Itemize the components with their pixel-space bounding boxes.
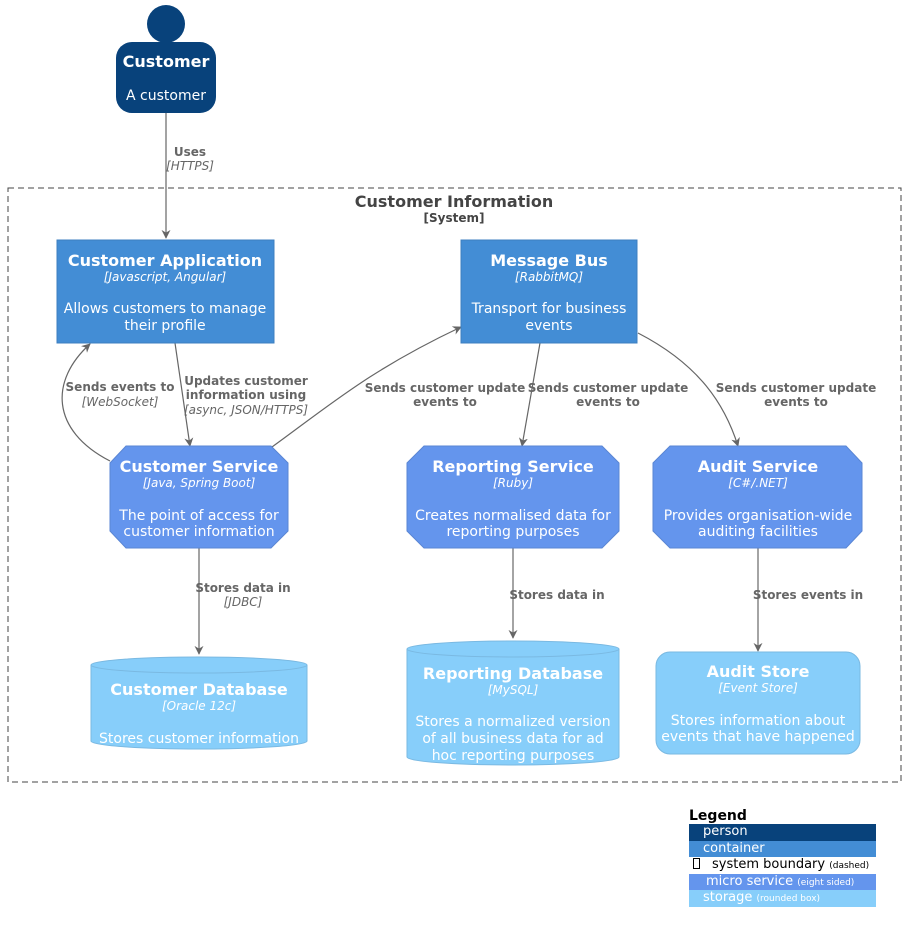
customer-service-desc-1: The point of access for: [118, 508, 279, 524]
system-boundary: Customer Information [System]: [7, 187, 902, 783]
cs-to-bus-label-1: Sends customer update: [365, 381, 525, 395]
message-bus-name: Message Bus: [490, 251, 608, 270]
audit-store-storage[interactable]: Audit Store [Event Store] Stores informa…: [655, 651, 861, 755]
cs-stores-label: Stores data in: [195, 581, 290, 595]
legend-container: container: [689, 840, 876, 857]
audit-service-tech: [C#/.NET]: [728, 476, 788, 490]
cs-stores-tech: [JDBC]: [224, 595, 263, 609]
customer-service-desc-2: customer information: [123, 524, 274, 540]
bus-to-reporting-label-2: events to: [576, 395, 640, 409]
bus-to-audit-label-2: events to: [764, 395, 828, 409]
reporting-db-desc-3: hoc reporting purposes: [432, 748, 595, 764]
relationships: [61, 113, 763, 655]
edge-cs-to-bus: [271, 326, 462, 448]
audit-service-desc-2: auditing facilities: [698, 524, 818, 540]
boundary-box-icon: [693, 858, 700, 869]
legend: Legend person container system boundary …: [689, 808, 876, 907]
legend-micro-service-note: (eight sided): [797, 877, 855, 888]
message-bus-desc-2: events: [525, 318, 572, 334]
person-head-icon: [147, 5, 185, 43]
legend-micro-service: micro service (eight sided): [689, 873, 876, 890]
audit-service-name: Audit Service: [698, 457, 819, 476]
legend-storage-label: storage: [703, 890, 753, 905]
cs-to-bus-label-2: events to: [413, 395, 477, 409]
customer-app-desc-2: their profile: [124, 318, 205, 334]
customer-name: Customer: [123, 52, 210, 71]
customer-service-tech: [Java, Spring Boot]: [143, 476, 256, 490]
audit-store-desc-2: events that have happened: [661, 729, 855, 745]
sends-events-label: Sends events to: [66, 380, 175, 394]
sends-events-tech: [WebSocket]: [82, 395, 159, 409]
customer-service-microservice[interactable]: Customer Service [Java, Spring Boot] The…: [109, 445, 289, 549]
legend-storage-note: (rounded box): [756, 894, 821, 904]
boundary-type: [System]: [424, 211, 485, 225]
edge-updates-customer: [174, 342, 194, 447]
customer-database-storage[interactable]: Customer Database [Oracle 12c] Stores cu…: [90, 656, 308, 750]
uses-tech: [HTTPS]: [166, 159, 214, 173]
legend-person: person: [689, 824, 876, 841]
legend-micro-service-label: micro service: [706, 873, 794, 889]
audit-store-desc-1: Stores information about: [671, 713, 846, 729]
message-bus-desc-1: Transport for business: [471, 301, 627, 317]
audit-service-microservice[interactable]: Audit Service [C#/.NET] Provides organis…: [652, 445, 863, 549]
message-bus-container[interactable]: Message Bus [RabbitMQ] Transport for bus…: [460, 239, 638, 344]
reporting-db-desc-2: of all business data for ad: [422, 731, 603, 747]
customer-person[interactable]: Customer A customer: [116, 5, 216, 113]
customer-app-desc-1: Allows customers to manage: [64, 301, 266, 317]
edge-bus-to-reporting: [518, 342, 541, 447]
legend-storage: storage (rounded box): [689, 890, 876, 907]
reporting-db-desc-1: Stores a normalized version: [415, 714, 610, 730]
customer-app-name: Customer Application: [68, 251, 262, 270]
reporting-service-tech: [Ruby]: [493, 476, 533, 490]
as-stores-label: Stores events in: [753, 588, 863, 602]
customer-service-name: Customer Service: [120, 457, 279, 476]
edge-bus-to-audit: [637, 332, 740, 447]
customer-app-tech: [Javascript, Angular]: [104, 270, 227, 284]
customer-db-tech: [Oracle 12c]: [162, 699, 236, 713]
reporting-database-storage[interactable]: Reporting Database [MySQL] Stores a norm…: [406, 640, 620, 766]
reporting-service-name: Reporting Service: [432, 457, 594, 476]
legend-title: Legend: [689, 808, 747, 824]
audit-service-desc-1: Provides organisation-wide: [664, 508, 853, 524]
legend-boundary-note: (dashed): [829, 861, 870, 871]
customer-description: A customer: [126, 88, 206, 104]
rs-stores-label: Stores data in: [509, 588, 604, 602]
reporting-db-tech: [MySQL]: [488, 683, 539, 697]
updates-customer-label-1: Updates customer: [184, 374, 308, 388]
reporting-service-desc-1: Creates normalised data for: [415, 508, 611, 524]
updates-customer-tech: [async, JSON/HTTPS]: [184, 403, 308, 417]
boundary-title: Customer Information: [355, 192, 553, 211]
bus-to-reporting-label-1: Sends customer update: [528, 381, 688, 395]
reporting-service-microservice[interactable]: Reporting Service [Ruby] Creates normali…: [406, 445, 620, 549]
relationship-labels: Uses [HTTPS] Sends events to [WebSocket]…: [66, 145, 877, 609]
edge-sends-events: [61, 343, 111, 462]
message-bus-tech: [RabbitMQ]: [515, 270, 583, 284]
customer-application-container[interactable]: Customer Application [Javascript, Angula…: [56, 239, 275, 344]
updates-customer-label-2: information using: [186, 388, 306, 402]
uses-label: Uses: [174, 145, 206, 159]
customer-db-name: Customer Database: [110, 680, 288, 699]
audit-store-name: Audit Store: [707, 662, 810, 681]
legend-boundary: system boundary (dashed): [689, 857, 876, 874]
legend-person-label: person: [703, 824, 748, 839]
reporting-service-desc-2: reporting purposes: [446, 524, 579, 540]
customer-db-desc-1: Stores customer information: [99, 731, 299, 747]
bus-to-audit-label-1: Sends customer update: [716, 381, 876, 395]
legend-container-label: container: [703, 840, 765, 856]
audit-store-tech: [Event Store]: [718, 681, 798, 695]
legend-boundary-label: system boundary: [712, 857, 826, 872]
reporting-db-name: Reporting Database: [423, 664, 603, 683]
